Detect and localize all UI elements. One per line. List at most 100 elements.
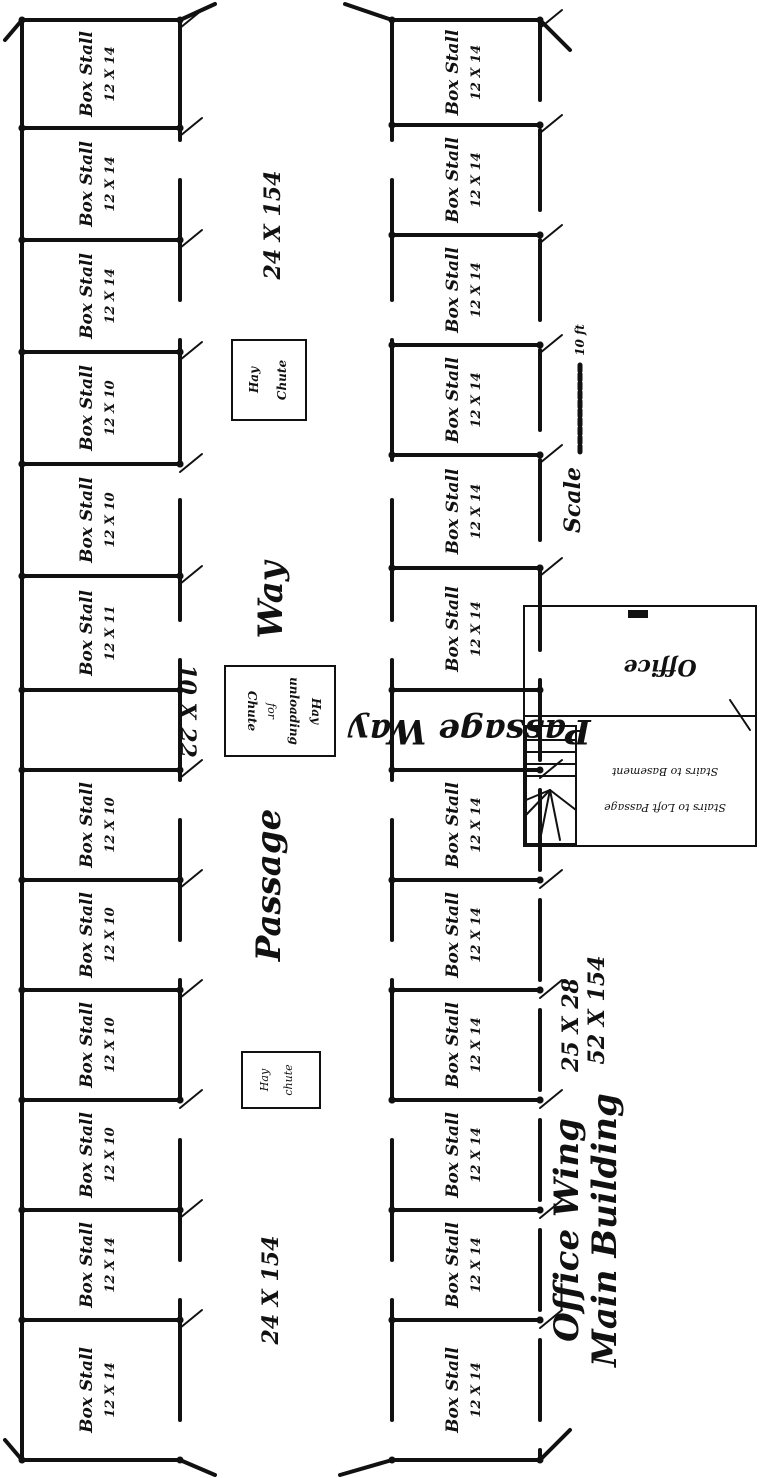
stall-post [536, 1096, 544, 1104]
stall-title: Box Stall [77, 141, 97, 228]
stall-post [388, 876, 396, 884]
stall-post [18, 460, 26, 468]
stall-title: Box Stall [77, 1112, 97, 1199]
stall-door [539, 114, 563, 134]
stall-door [179, 1309, 203, 1329]
stall-size: 12 X 14 [469, 1017, 484, 1072]
stall-post [536, 341, 544, 349]
svg-text:Hay: Hay [258, 1068, 271, 1092]
stall-post [176, 124, 184, 132]
stall-post [388, 1316, 396, 1324]
office-chimney [628, 610, 648, 618]
stall-title: Box Stall [443, 1222, 463, 1309]
svg-text:52 X 154: 52 X 154 [584, 956, 610, 1065]
stall-door [179, 1089, 203, 1109]
svg-text:Hay: Hay [247, 366, 261, 394]
stall-post [388, 986, 396, 994]
stall-size: 12 X 14 [469, 45, 484, 100]
stall-post [176, 572, 184, 580]
stall-post [388, 231, 396, 239]
stall-title: Box Stall [443, 586, 463, 673]
stall-post [18, 686, 26, 694]
left-stall-1: Box Stall 12 X 14 [18, 9, 203, 132]
stall-title: Box Stall [77, 590, 97, 677]
right-stall-11: Box Stall 12 X 14 [388, 1199, 563, 1324]
stall-door [539, 1199, 563, 1219]
stair-note-basement: Stairs to Basement [611, 765, 718, 778]
stall-title: Box Stall [77, 892, 97, 979]
stall-title: Box Stall [443, 29, 463, 116]
stall-size: 12 X 14 [103, 268, 118, 323]
svg-text:Chute: Chute [245, 691, 259, 732]
left-stall-3: Box Stall 12 X 14 [18, 229, 203, 356]
stall-post [18, 236, 26, 244]
stall-size: 12 X 14 [469, 1127, 484, 1182]
stall-post [536, 1316, 544, 1324]
stall-size: 12 X 14 [469, 1362, 484, 1417]
stall-title: Box Stall [443, 1112, 463, 1199]
stall-post [18, 1316, 26, 1324]
stall-post [388, 564, 396, 572]
stall-title: Box Stall [443, 247, 463, 334]
stall-size: 12 X 10 [103, 1017, 118, 1072]
stall-post [536, 766, 544, 774]
svg-text:10 ft: 10 ft [573, 324, 587, 356]
stall-post [388, 686, 396, 694]
left-stall-8: Box Stall 12 X 10 [18, 869, 203, 994]
office-label: Office [623, 654, 696, 680]
stall-door [179, 869, 203, 889]
stall-door [539, 1309, 563, 1329]
stall-title: Box Stall [443, 892, 463, 979]
stall-door [539, 334, 563, 354]
stall-size: 12 X 14 [469, 1237, 484, 1292]
stall-door [179, 565, 203, 585]
stall-post [18, 572, 26, 580]
stall-size: 12 X 14 [469, 372, 484, 427]
stall-post [18, 876, 26, 884]
right-stall-5: Box Stall 12 X 14 [388, 444, 563, 572]
center-dimension: 10 X 22 [174, 664, 200, 758]
stall-size: 12 X 14 [103, 46, 118, 101]
office-wing: Office Stairs to Basement Stairs to Loft… [523, 605, 757, 847]
stall-size: 12 X 10 [103, 907, 118, 962]
right-stall-10: Box Stall 12 X 14 [388, 1089, 563, 1214]
svg-text:Office Wing: Office Wing [547, 1118, 587, 1342]
stall-size: 12 X 10 [103, 492, 118, 547]
stall-title: Box Stall [77, 1002, 97, 1089]
stall-title: Box Stall [443, 468, 463, 555]
stall-post [18, 766, 26, 774]
stall-post [536, 231, 544, 239]
annex-diagonal [729, 699, 751, 731]
stall-post [388, 451, 396, 459]
stall-title: Box Stall [77, 253, 97, 340]
stall-post [388, 121, 396, 129]
stall-size: 12 X 10 [103, 797, 118, 852]
stall-title: Box Stall [77, 31, 97, 118]
stall-door [539, 869, 563, 889]
passage-way-label: Passage Way [347, 711, 591, 751]
stall-post [18, 1096, 26, 1104]
bottom-dimension: 24 X 154 [258, 1236, 284, 1346]
stall-post [176, 766, 184, 774]
svg-text:25 X 28: 25 X 28 [558, 978, 584, 1073]
stall-post [176, 236, 184, 244]
stall-post [388, 1096, 396, 1104]
svg-text:Chute: Chute [275, 360, 289, 401]
stall-post [176, 986, 184, 994]
stair-note-loft: Stairs to Loft Passage [604, 801, 726, 814]
stall-size: 12 X 10 [103, 1127, 118, 1182]
stall-size: 12 X 14 [469, 484, 484, 539]
stall-size: 12 X 14 [469, 601, 484, 656]
stall-post [536, 1206, 544, 1214]
stall-post [18, 348, 26, 356]
stall-title: Box Stall [443, 357, 463, 444]
svg-text:unloading: unloading [287, 677, 301, 745]
stall-door [179, 341, 203, 361]
